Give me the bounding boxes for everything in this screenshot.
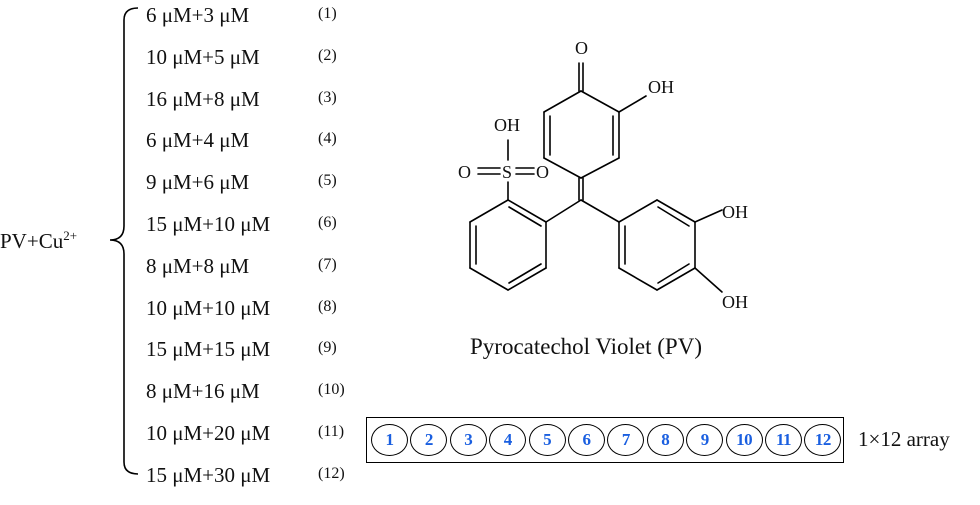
sulfonyl-oxygen-left: O	[458, 162, 471, 182]
concentration-value: 8 μM+8 μM	[146, 253, 250, 278]
concentration-row: 8 μM+8 μM (7)	[146, 254, 356, 296]
pyrocatechol-violet-structure: O OH OH S O O OH OH	[458, 38, 748, 312]
concentration-value: 10 μM+5 μM	[146, 44, 260, 69]
array-well: 10	[725, 424, 763, 456]
sample-number: (9)	[318, 339, 337, 357]
array-well: 6	[568, 424, 605, 456]
sulfonyl-oxygen-right: O	[536, 162, 549, 182]
curly-brace	[109, 7, 139, 475]
concentration-row: 9 μM+6 μM (5)	[146, 170, 356, 212]
concentration-value: 15 μM+30 μM	[146, 462, 271, 487]
hydroxyl-label-quinone: OH	[648, 77, 674, 97]
concentration-row: 16 μM+8 μM (3)	[146, 87, 356, 129]
array-well: 12	[804, 424, 842, 456]
concentration-value: 9 μM+6 μM	[146, 170, 250, 195]
sulfonic-hydroxyl: OH	[494, 115, 520, 135]
concentration-row: 6 μM+3 μM (1)	[146, 3, 356, 45]
ketone-oxygen: O	[575, 38, 588, 58]
sample-number: (2)	[318, 46, 337, 64]
sample-number: (7)	[318, 255, 337, 273]
array-well: 2	[410, 424, 448, 456]
sulfur-atom: S	[502, 162, 512, 182]
concentration-value: 10 μM+10 μM	[146, 295, 271, 320]
sample-number: (10)	[318, 381, 345, 399]
concentration-row: 10 μM+20 μM (11)	[146, 421, 356, 463]
array-well: 4	[489, 424, 527, 456]
sample-number: (3)	[318, 88, 337, 106]
array-well: 7	[607, 424, 645, 456]
array-well: 5	[528, 424, 566, 456]
sample-number: (8)	[318, 297, 337, 315]
concentration-value: 15 μM+15 μM	[146, 337, 271, 362]
mixture-label-text: PV+Cu	[0, 229, 64, 253]
concentration-value: 6 μM+4 μM	[146, 128, 250, 153]
concentration-value: 6 μM+3 μM	[146, 3, 250, 27]
mixture-label-charge: 2+	[63, 228, 78, 243]
catechol-hydroxyl-2: OH	[722, 292, 748, 312]
array-well: 3	[449, 424, 487, 456]
array-well: 11	[765, 424, 802, 456]
concentration-row: 8 μM+16 μM (10)	[146, 379, 356, 421]
concentration-value: 8 μM+16 μM	[146, 379, 260, 404]
molecule-caption: Pyrocatechol Violet (PV)	[470, 334, 702, 359]
array-label: 1×12 array	[858, 427, 950, 451]
mixture-label: PV+Cu2+	[0, 228, 77, 254]
array-well: 9	[686, 424, 724, 456]
array-well: 8	[646, 424, 684, 456]
concentration-row: 15 μM+30 μM (12)	[146, 463, 356, 505]
array-well: 1	[371, 424, 408, 456]
catechol-hydroxyl-1: OH	[722, 202, 748, 222]
sample-number: (12)	[318, 464, 345, 482]
concentration-row: 10 μM+5 μM (2)	[146, 45, 356, 87]
sample-number: (6)	[318, 213, 337, 231]
sample-number: (4)	[318, 130, 337, 148]
concentration-value: 15 μM+10 μM	[146, 211, 271, 236]
concentration-list: 6 μM+3 μM (1) 10 μM+5 μM (2) 16 μM+8 μM (3) 6 …	[146, 3, 356, 505]
concentration-value: 16 μM+8 μM	[146, 86, 260, 111]
sample-number: (11)	[318, 422, 345, 440]
sample-number: (1)	[318, 5, 337, 22]
concentration-row: 10 μM+10 μM (8)	[146, 296, 356, 338]
concentration-row: 15 μM+15 μM (9)	[146, 337, 356, 379]
concentration-value: 10 μM+20 μM	[146, 420, 271, 445]
concentration-row: 15 μM+10 μM (6)	[146, 212, 356, 254]
concentration-row: 6 μM+4 μM (4)	[146, 128, 356, 170]
sample-number: (5)	[318, 172, 337, 190]
